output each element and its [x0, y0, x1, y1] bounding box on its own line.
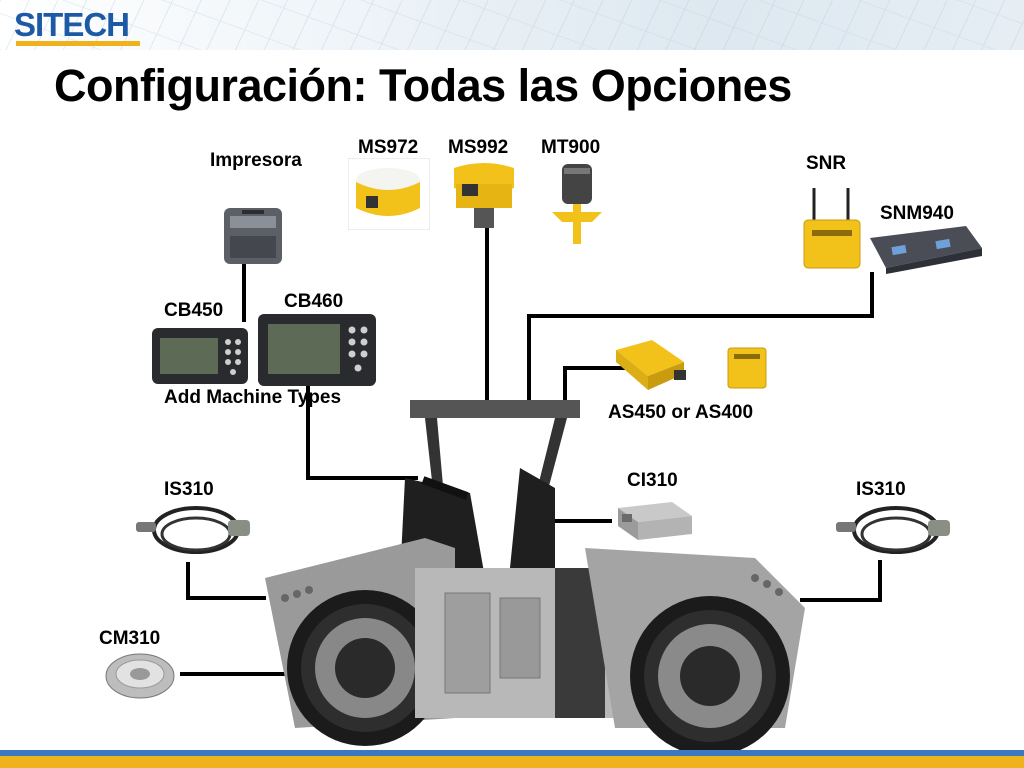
ci310-connector — [548, 519, 616, 523]
gnss-mast-connector — [485, 228, 489, 412]
roller-compactor-image — [265, 400, 805, 750]
snr-radio-image — [803, 188, 861, 269]
label-is310-right: IS310 — [856, 479, 906, 500]
footer-yellow-stripe — [0, 756, 1024, 768]
header-pattern — [0, 0, 1024, 50]
header-band — [0, 0, 1024, 50]
as450-sensor-image — [616, 340, 686, 390]
label-ms972: MS972 — [358, 137, 419, 158]
cm310-connector — [180, 672, 332, 676]
label-add-machine-types: Add Machine Types — [164, 387, 342, 408]
printer-connector — [242, 260, 246, 322]
is310-right-sensor-image — [836, 506, 950, 554]
display-connector-v — [306, 378, 310, 478]
footer-blue-stripe — [0, 750, 1024, 756]
ci310-interface-image — [612, 492, 698, 548]
ms992-receiver-image — [454, 163, 514, 228]
label-impresora: Impresora — [210, 150, 302, 171]
is310-left-sensor-image — [136, 506, 250, 554]
label-snm940: SNM940 — [880, 203, 954, 224]
slide-title: Configuración: Todas las Opciones — [54, 60, 792, 111]
snm-connector-v — [870, 272, 874, 318]
snm940-modem-image — [870, 226, 982, 274]
slope-sensor-connector-h — [563, 366, 625, 370]
radio-connector-h — [527, 314, 873, 318]
cm310-meter-image — [105, 653, 175, 699]
logo-text: SITECH — [14, 6, 130, 43]
label-snr: SNR — [806, 153, 847, 174]
label-mt900: MT900 — [541, 137, 601, 158]
is310-right-connector-h — [800, 598, 882, 602]
as400-sensor-image — [727, 347, 767, 389]
radio-connector-v — [527, 314, 531, 412]
is310-right-connector-v — [878, 560, 882, 600]
slope-sensor-connector-v — [563, 366, 567, 412]
display-connector-h — [306, 476, 418, 480]
sitech-logo: SITECH — [14, 6, 144, 43]
cb460-display-image — [258, 314, 376, 386]
label-cb450: CB450 — [164, 300, 224, 321]
label-cb460: CB460 — [284, 291, 344, 312]
printer-image — [224, 208, 282, 264]
label-is310-left: IS310 — [164, 479, 214, 500]
ms972-receiver-image — [348, 158, 430, 230]
label-ci310: CI310 — [627, 470, 678, 491]
label-ms992: MS992 — [448, 137, 509, 158]
logo-underline — [16, 41, 140, 46]
is310-left-connector-v — [186, 562, 190, 598]
mt900-target-image — [552, 164, 602, 244]
label-as450-or-as400: AS450 or AS400 — [608, 402, 754, 423]
label-cm310: CM310 — [99, 628, 161, 649]
cb450-display-image — [152, 328, 248, 384]
is310-left-connector-h — [186, 596, 266, 600]
